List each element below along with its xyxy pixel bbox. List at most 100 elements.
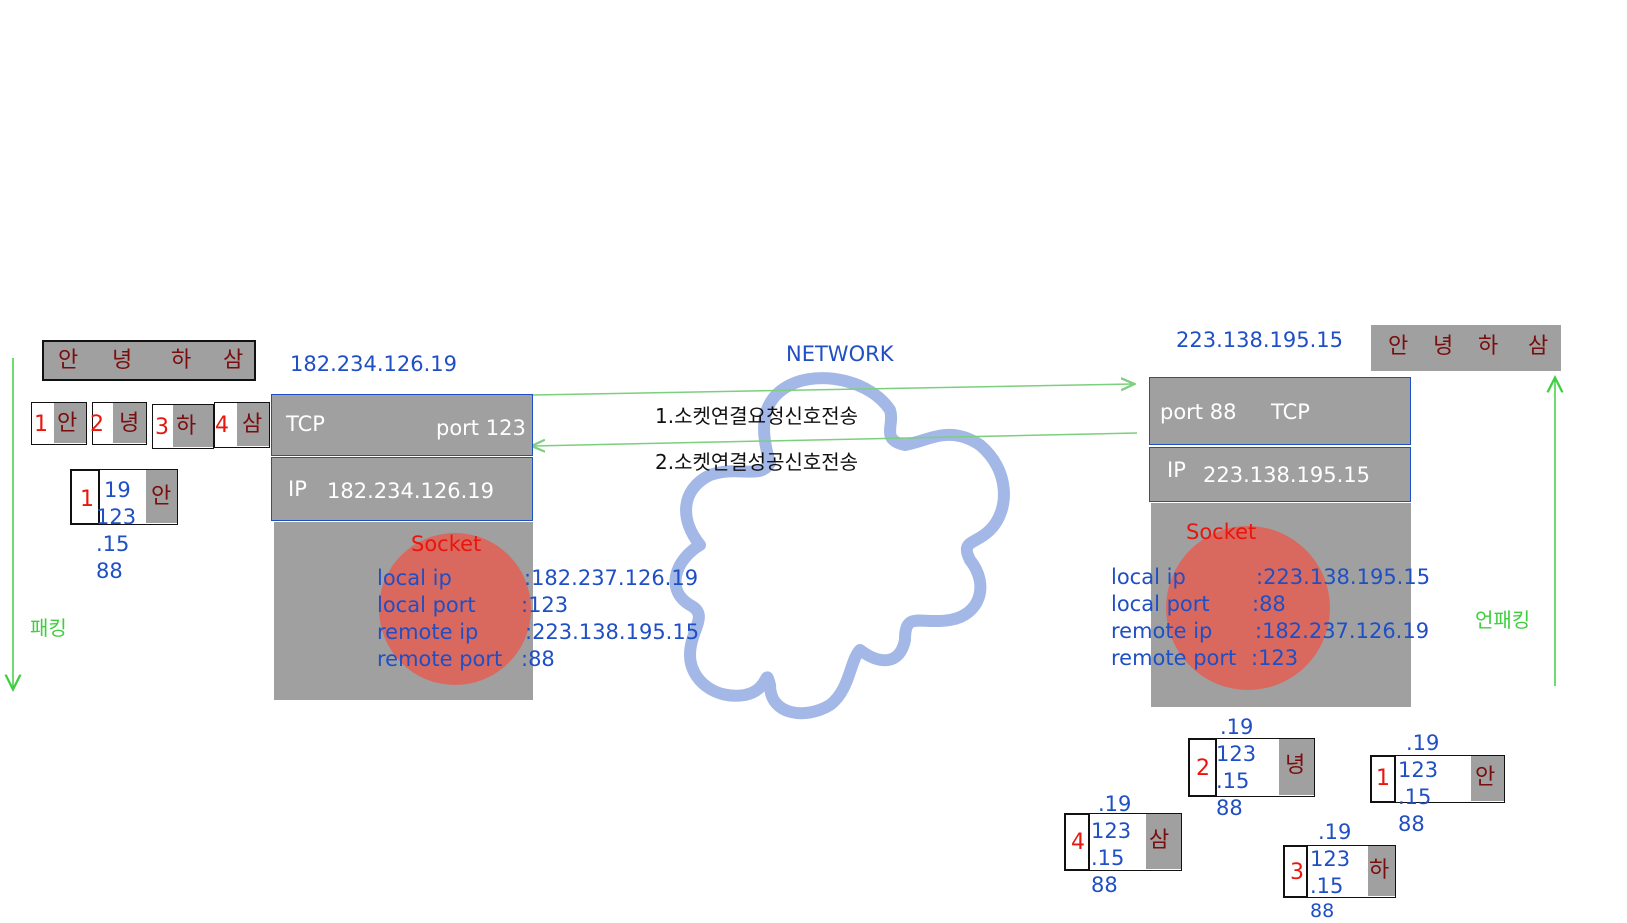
client-packet: 1 안	[70, 469, 178, 525]
request-arrow	[532, 384, 1133, 396]
network-label: NETWORK	[786, 342, 894, 366]
packet-line: .19	[1406, 731, 1440, 755]
packet-line: .15	[1216, 769, 1250, 793]
ip-value: 223.138.195.15	[1203, 463, 1370, 487]
packet-line: .15	[96, 532, 130, 556]
server-tcp-layer: port 88 TCP	[1149, 377, 1411, 445]
packet-char: 하	[1369, 858, 1390, 883]
packing-label: 패킹	[30, 616, 67, 640]
packet-line: 88	[1310, 900, 1335, 922]
packet-line: 88	[1216, 796, 1243, 820]
socket-label: Socket	[1186, 520, 1257, 544]
field-key: remote ip	[377, 620, 479, 644]
ip-prefix: IP	[1167, 458, 1186, 482]
packet-number: 1	[1376, 766, 1390, 791]
tcp-label: TCP	[1271, 400, 1310, 424]
field-value: :123	[521, 593, 569, 617]
field-value: :182.237.126.19	[524, 566, 699, 590]
ip-prefix: IP	[288, 477, 307, 501]
packet-line: 123	[1091, 819, 1132, 843]
client-tcp-layer: TCP port 123	[271, 394, 533, 456]
field-key: remote port	[1111, 646, 1237, 670]
packet-number: 4	[1071, 830, 1085, 855]
field-key: local ip	[377, 566, 452, 590]
message-char-3: 하	[171, 348, 192, 373]
client-ip-layer: IP 182.234.126.19	[271, 457, 533, 521]
received-packet: 4 삼	[1064, 813, 1182, 871]
packet-number: 1	[80, 487, 94, 512]
packet-line: 88	[1091, 873, 1118, 897]
server-socket-circle	[1166, 526, 1330, 690]
port-label: port 123	[436, 416, 526, 440]
server-ip-label: 223.138.195.15	[1176, 328, 1343, 352]
packet-line: .15	[1091, 846, 1125, 870]
packet-number: 2	[90, 412, 104, 437]
packet-number: 1	[34, 412, 48, 437]
received-packet: 1 안	[1370, 755, 1505, 803]
field-value: :182.237.126.19	[1255, 619, 1430, 643]
packet-line: 123	[1216, 742, 1257, 766]
packet-number: 3	[1290, 860, 1304, 885]
packet-line: 88	[1398, 812, 1425, 836]
server-ip-layer: IP 223.138.195.15	[1149, 447, 1411, 502]
message-char-1: 안	[1388, 334, 1409, 359]
field-value: :223.138.195.15	[1256, 565, 1431, 589]
field-key: local ip	[1111, 565, 1186, 589]
client-socket-circle	[379, 533, 531, 685]
split-packet: 2 녕	[90, 402, 147, 445]
packet-line: 88	[96, 559, 123, 583]
packet-char: 안	[1475, 765, 1496, 790]
packet-line: .19	[1098, 792, 1132, 816]
client-message-bar: 안 녕 하 삼	[42, 340, 256, 381]
packet-char: 삼	[1149, 828, 1170, 853]
field-key: local port	[377, 593, 476, 617]
packet-line: 19	[104, 478, 131, 502]
packet-char: 삼	[242, 412, 263, 437]
packet-number: 2	[1196, 756, 1210, 781]
message-char-2: 녕	[112, 348, 133, 373]
received-packet: 3 하	[1283, 845, 1396, 898]
packet-char: 안	[151, 484, 172, 509]
packet-char: 안	[57, 411, 78, 436]
client-ip-label: 182.234.126.19	[290, 352, 457, 376]
message-char-1: 안	[58, 348, 79, 373]
message-char-2: 녕	[1433, 334, 1454, 359]
split-packet: 4 삼	[214, 402, 270, 448]
packet-number: 4	[215, 413, 229, 438]
received-packet: 2 녕	[1188, 738, 1315, 797]
request-label: 1.소켓연결요청신호전송	[655, 404, 859, 428]
field-key: local port	[1111, 592, 1210, 616]
packet-line: 123	[1310, 847, 1351, 871]
packet-char: 녕	[119, 411, 140, 436]
network-cloud-icon	[669, 372, 1010, 720]
field-value: :88	[521, 647, 555, 671]
packet-line: .19	[1318, 820, 1352, 844]
packet-line: .19	[1220, 715, 1254, 739]
response-label: 2.소켓연결성공신호전송	[655, 450, 859, 474]
server-message-bar: 안 녕 하 삼	[1371, 325, 1561, 371]
field-value: :123	[1251, 646, 1299, 670]
packet-line: .15	[1310, 874, 1344, 898]
port-label: port 88	[1160, 400, 1237, 424]
packet-line: 123	[1398, 758, 1439, 782]
packet-char: 녕	[1285, 753, 1306, 778]
field-value: :223.138.195.15	[525, 620, 700, 644]
packet-char: 하	[176, 414, 197, 439]
packet-line: 123	[96, 505, 137, 529]
tcp-label: TCP	[286, 412, 325, 436]
packet-number: 3	[155, 415, 169, 440]
message-char-4: 삼	[1528, 334, 1549, 359]
field-value: :88	[1252, 592, 1286, 616]
unpacking-label: 언패킹	[1475, 608, 1531, 632]
split-packet: 3 하	[152, 404, 214, 449]
message-char-3: 하	[1478, 334, 1499, 359]
message-char-4: 삼	[223, 348, 244, 373]
response-arrow	[533, 432, 1138, 446]
socket-label: Socket	[411, 532, 482, 556]
field-key: remote port	[377, 647, 503, 671]
ip-value: 182.234.126.19	[327, 479, 494, 503]
split-packet: 1 안	[31, 402, 87, 445]
packet-line: .15	[1398, 785, 1432, 809]
field-key: remote ip	[1111, 619, 1213, 643]
